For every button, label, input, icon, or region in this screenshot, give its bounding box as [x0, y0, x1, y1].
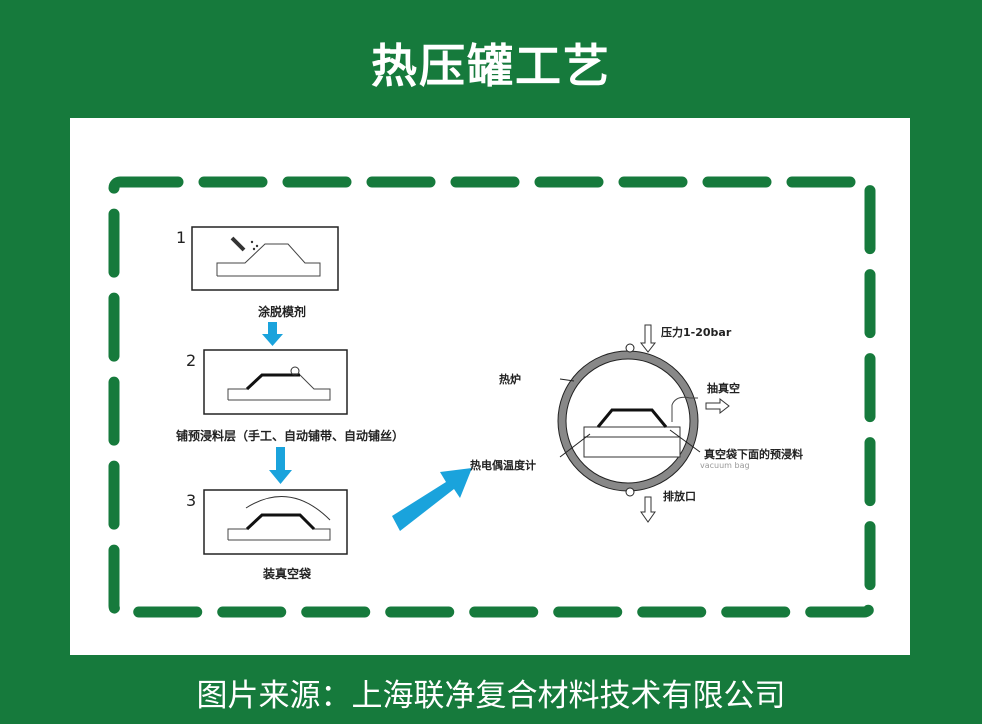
label-furnace: 热炉	[499, 372, 521, 386]
vacuum-arrow-icon	[705, 397, 730, 415]
top-valve-icon	[625, 343, 635, 353]
page-title: 热压罐工艺	[371, 39, 611, 93]
step-box-2	[203, 349, 348, 415]
autoclave-vessel	[558, 351, 698, 491]
image-source-caption: 图片来源：上海联净复合材料技术有限公司	[196, 678, 786, 714]
autoclave-table	[583, 436, 681, 458]
label-pressure: 压力1-20bar	[661, 325, 732, 339]
label-vacuum: 抽真空	[707, 381, 740, 395]
arrow-down-1	[262, 322, 283, 346]
step-number-1: 1	[176, 228, 186, 247]
prepreg-layer-2	[245, 373, 300, 391]
pressure-arrow-icon	[639, 324, 657, 353]
label-thermocouple: 热电偶温度计	[470, 458, 536, 472]
label-prepreg: 真空袋下面的预浸料	[704, 447, 803, 461]
arrow-to-autoclave	[392, 468, 472, 531]
step-label-1: 涂脱模剂	[258, 304, 306, 319]
autoclave-platform	[583, 426, 681, 438]
step-label-2: 铺预浸料层（手工、自动铺带、自动铺丝）	[176, 428, 404, 443]
exhaust-arrow-icon	[640, 496, 656, 523]
arrow-down-2	[269, 447, 292, 484]
step-number-3: 3	[186, 491, 196, 510]
prepreg-layer-3	[245, 513, 316, 531]
step-label-3: 装真空袋	[262, 566, 312, 581]
step-box-3	[203, 489, 348, 555]
dashed-frame	[108, 176, 876, 618]
autoclave-part	[596, 408, 668, 428]
mold-1	[216, 243, 321, 277]
label-vacuum-bag-en: vacuum bag	[700, 461, 750, 470]
vacuum-bag	[245, 496, 331, 521]
brush-icon	[230, 236, 259, 252]
label-exhaust: 排放口	[663, 489, 696, 503]
bottom-valve-icon	[625, 487, 635, 497]
roller-icon	[290, 366, 300, 376]
step-box-1	[191, 226, 339, 291]
step-number-2: 2	[186, 351, 196, 370]
vacuum-hose	[671, 396, 698, 422]
